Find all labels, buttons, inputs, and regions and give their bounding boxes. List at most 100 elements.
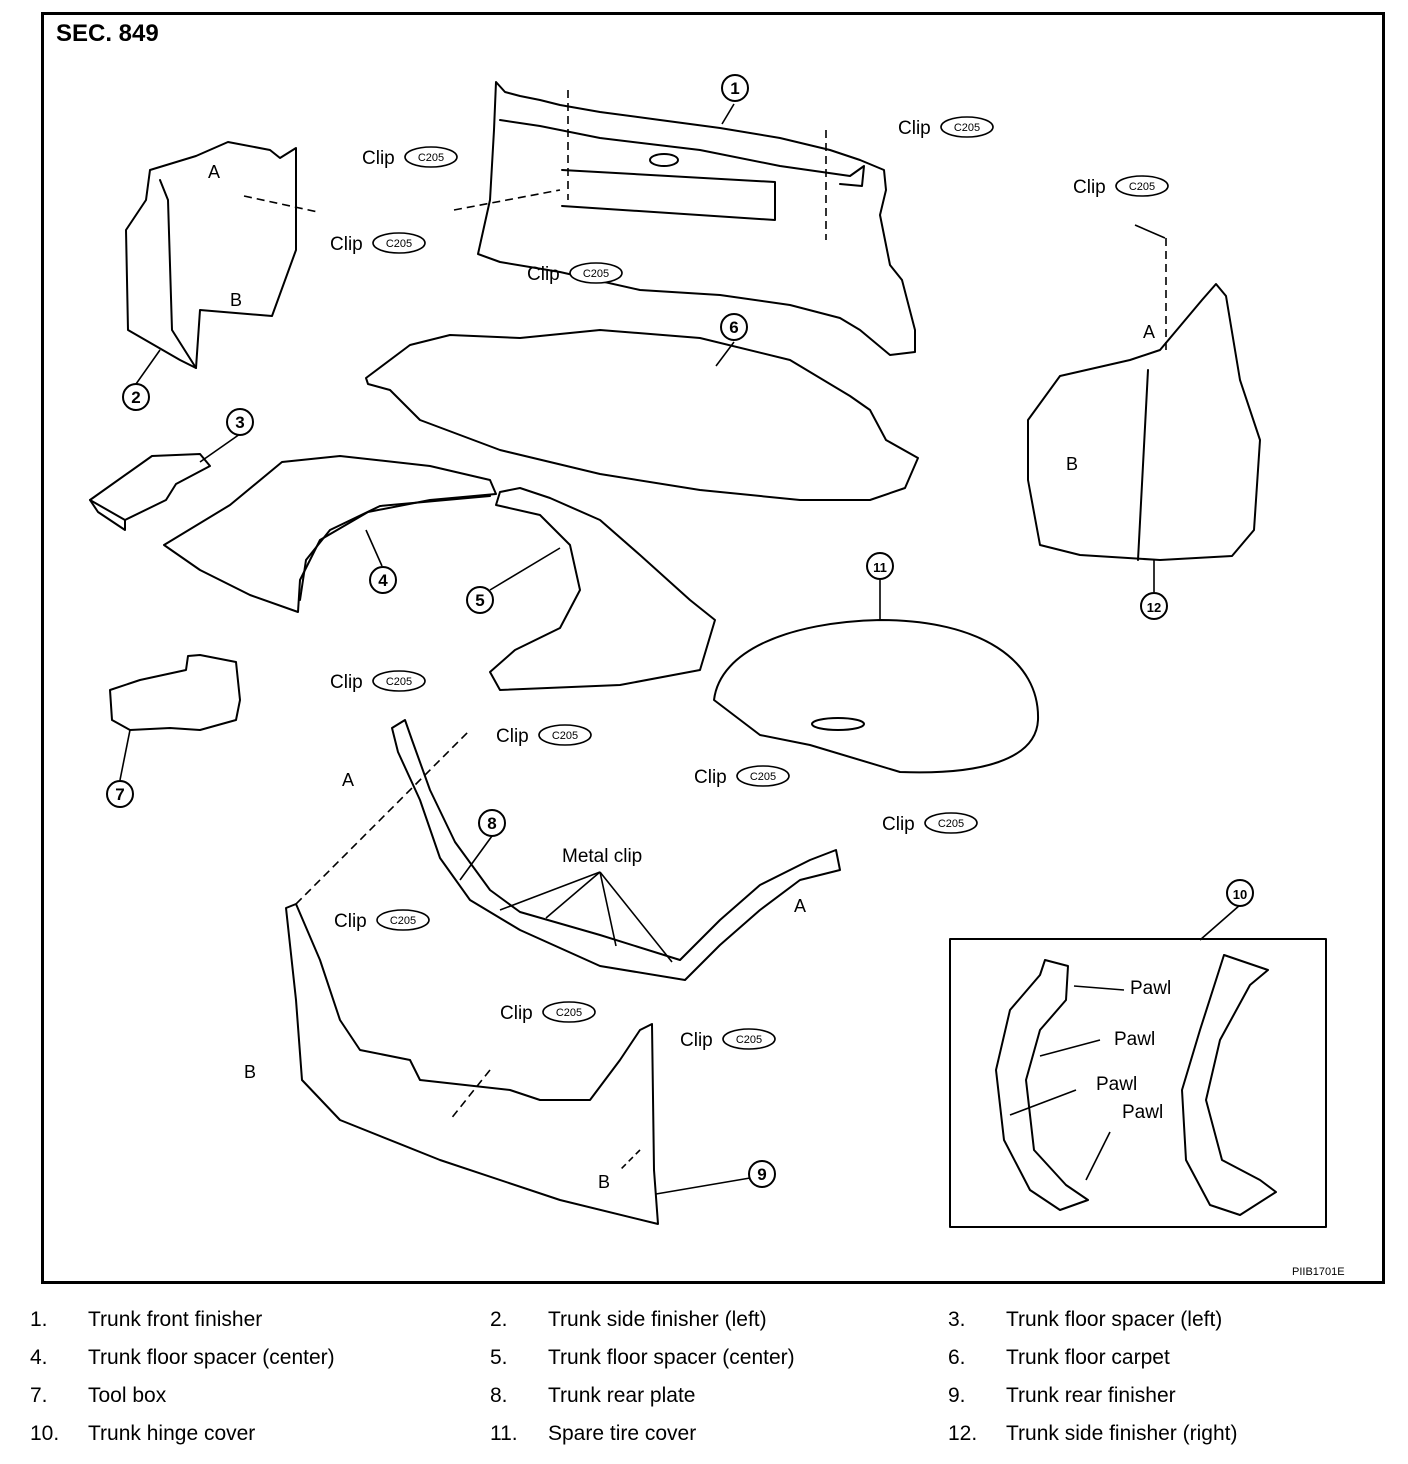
part-6-trunk-floor-carpet [365, 329, 919, 501]
part-5-trunk-floor-spacer-center [489, 487, 716, 691]
svg-text:Clip: Clip [330, 234, 363, 255]
clip-label: Clip C205 [1073, 175, 1169, 198]
part-2-trunk-side-finisher-left [125, 141, 297, 369]
legend-number: 6. [948, 1346, 966, 1369]
legend-label: Trunk hinge cover [88, 1422, 256, 1445]
svg-text:9: 9 [757, 1165, 766, 1184]
clip-label: Clip C205 [330, 232, 426, 255]
svg-text:6: 6 [729, 318, 738, 337]
pawl-label: Pawl [1114, 1029, 1155, 1050]
svg-text:C205: C205 [552, 730, 578, 742]
leader-lines [119, 90, 1241, 1195]
ref-b-label: B [244, 1062, 256, 1082]
svg-text:C205: C205 [954, 122, 980, 134]
legend-number: 8. [490, 1384, 508, 1407]
clip-label: Clip C205 [500, 1001, 596, 1024]
callout-12: 12 [1140, 592, 1168, 620]
part-9-trunk-rear-finisher [285, 903, 659, 1225]
legend-number: 11. [490, 1422, 518, 1445]
part-1-trunk-front-finisher [477, 81, 916, 356]
svg-text:C205: C205 [386, 238, 412, 250]
legend-number: 4. [30, 1346, 48, 1369]
svg-text:C205: C205 [418, 152, 444, 164]
ref-b-label: B [1066, 454, 1078, 474]
svg-text:3: 3 [235, 413, 244, 432]
callout-3: 3 [226, 408, 254, 436]
ref-a-label: A [342, 770, 354, 790]
legend-label: Trunk rear plate [548, 1384, 696, 1407]
svg-text:12: 12 [1147, 600, 1161, 615]
clip-label: Clip C205 [527, 262, 623, 285]
figure-code: PIIB1701E [1292, 1266, 1345, 1278]
callout-2: 2 [122, 383, 150, 411]
pawl-label: Pawl [1122, 1102, 1163, 1123]
legend-label: Trunk side finisher (right) [1006, 1422, 1238, 1445]
legend-number: 2. [490, 1308, 508, 1331]
legend-number: 5. [490, 1346, 508, 1369]
svg-text:C205: C205 [750, 771, 776, 783]
callout-6: 6 [720, 313, 748, 341]
diagram-frame [41, 12, 1385, 1284]
svg-text:5: 5 [475, 591, 484, 610]
svg-text:Clip: Clip [500, 1003, 533, 1024]
legend-label: Trunk rear finisher [1006, 1384, 1176, 1407]
svg-text:Clip: Clip [496, 726, 529, 747]
svg-text:C205: C205 [556, 1007, 582, 1019]
pawl-label: Pawl [1130, 978, 1171, 999]
svg-text:C205: C205 [736, 1034, 762, 1046]
callout-11: 11 [866, 552, 894, 580]
svg-text:2: 2 [131, 388, 140, 407]
legend-number: 3. [948, 1308, 966, 1331]
callout-7: 7 [106, 780, 134, 808]
legend-number: 1. [30, 1308, 48, 1331]
ref-b-label: B [230, 290, 242, 310]
clip-label: Clip C205 [362, 146, 458, 169]
svg-text:Clip: Clip [694, 767, 727, 788]
svg-text:C205: C205 [938, 818, 964, 830]
legend-label: Trunk side finisher (left) [548, 1308, 767, 1331]
callout-5: 5 [466, 586, 494, 614]
legend-label: Trunk floor spacer (left) [1006, 1308, 1223, 1331]
part-4-trunk-floor-spacer-center [163, 455, 497, 613]
legend-label: Trunk front finisher [88, 1308, 263, 1331]
part-8-trunk-rear-plate [391, 719, 841, 981]
callout-4: 4 [369, 566, 397, 594]
ref-a-label: A [1143, 322, 1155, 342]
svg-text:Clip: Clip [527, 264, 560, 285]
svg-text:Clip: Clip [334, 911, 367, 932]
svg-text:C205: C205 [583, 268, 609, 280]
clip-label: Clip C205 [694, 765, 790, 788]
legend-label: Tool box [88, 1384, 167, 1407]
svg-text:10: 10 [1233, 887, 1247, 902]
callout-9: 9 [748, 1160, 776, 1188]
legend-label: Trunk floor spacer (center) [548, 1346, 795, 1369]
clip-label: Clip C205 [680, 1028, 776, 1051]
legend-number: 9. [948, 1384, 966, 1407]
part-11-spare-tire-cover [713, 619, 1040, 774]
part-3-trunk-floor-spacer-left [89, 453, 211, 531]
svg-text:8: 8 [487, 814, 496, 833]
svg-text:C205: C205 [1129, 181, 1155, 193]
svg-text:Clip: Clip [1073, 177, 1106, 198]
legend-label: Trunk floor spacer (center) [88, 1346, 335, 1369]
legend-label: Spare tire cover [548, 1422, 697, 1445]
svg-text:Clip: Clip [362, 148, 395, 169]
clip-label: Clip C205 [496, 724, 592, 747]
svg-text:C205: C205 [390, 915, 416, 927]
legend-number: 12. [948, 1422, 978, 1445]
svg-text:7: 7 [115, 785, 124, 804]
svg-text:C205: C205 [386, 676, 412, 688]
pawl-label: Pawl [1096, 1074, 1137, 1095]
legend-number: 10. [30, 1422, 60, 1445]
legend-number: 7. [30, 1384, 48, 1407]
callout-1: 1 [721, 74, 749, 102]
legend-label: Trunk floor carpet [1006, 1346, 1170, 1369]
svg-text:Clip: Clip [680, 1030, 713, 1051]
metal-clip-label: Metal clip [562, 846, 642, 867]
